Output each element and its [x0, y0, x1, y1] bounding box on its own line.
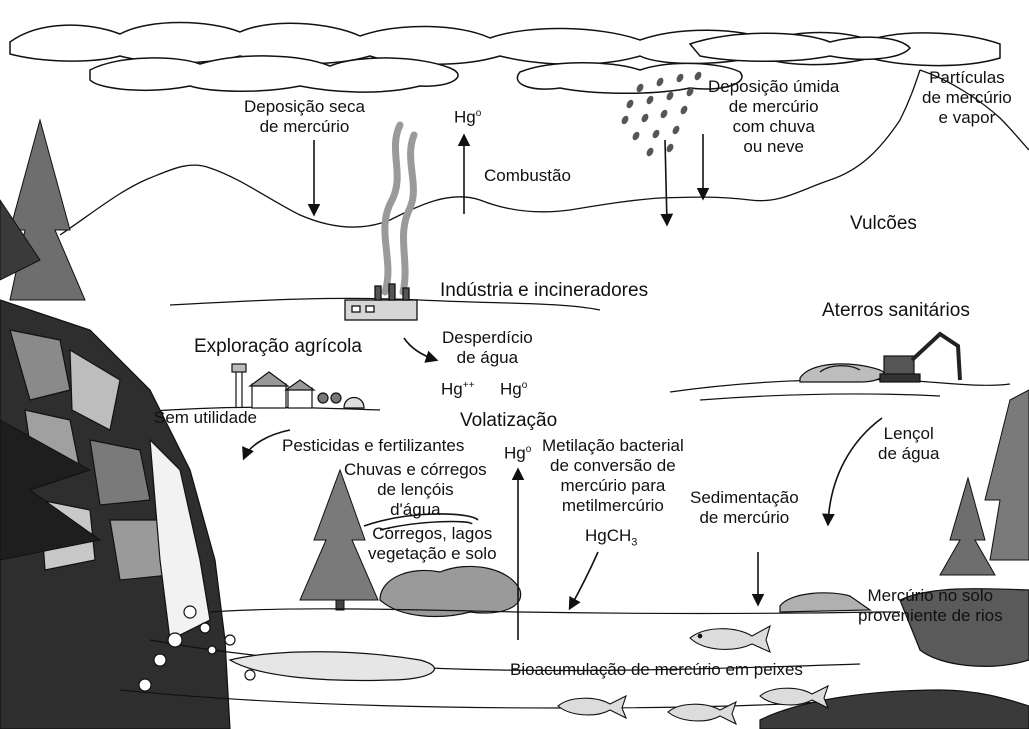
combustion-label: Combustão — [484, 166, 571, 186]
farm-icon — [232, 364, 364, 408]
landfills-label: Aterros sanitários — [822, 300, 970, 322]
groundwater-line-2: de água — [878, 444, 939, 464]
hg0-top-text: Hg — [454, 108, 476, 127]
hg-o-vol-sup: o — [526, 444, 532, 455]
wet-deposition-line-4: ou neve — [708, 137, 839, 157]
hg-o-vol-text: Hg — [504, 444, 526, 463]
landfill-icon — [800, 334, 960, 382]
hg-o-mid-label: Hgo — [500, 376, 527, 400]
rains-line-1: Chuvas e córregos — [344, 460, 487, 480]
hg-plusplus-text: Hg — [441, 380, 463, 399]
hg-o-mid-text: Hg — [500, 380, 522, 399]
particles-line-1: Partículas — [922, 68, 1012, 88]
hg-plusplus-sup: ++ — [463, 380, 475, 391]
dry-deposition-line-2: de mercúrio — [244, 117, 365, 137]
hg-o-vol-label: Hgo — [504, 440, 531, 464]
dry-deposition-label: Deposição seca de mercúrio — [244, 97, 365, 137]
factory-icon — [345, 284, 417, 320]
soil-mercury-label: Mercúrio no solo proveniente de rios — [858, 586, 1003, 626]
methylation-line-3: mercúrio para — [542, 476, 684, 496]
streams-line-1: Córregos, lagos — [368, 524, 497, 544]
volcanoes-label: Vulcões — [850, 213, 917, 235]
hgch3-label: HgCH3 — [585, 526, 637, 552]
hg0-top-label: Hgo — [454, 104, 481, 128]
sedimentation-label: Sedimentação de mercúrio — [690, 488, 799, 528]
soil-mercury-line-1: Mercúrio no solo — [858, 586, 1003, 606]
particles-label: Partículas de mercúrio e vapor — [922, 68, 1012, 128]
methylation-line-2: de conversão de — [542, 456, 684, 476]
rains-label: Chuvas e córregos de lençóis d'água — [344, 460, 487, 520]
hg-o-mid-sup: o — [522, 380, 528, 391]
bioaccumulation-label: Bioacumulação de mercúrio em peixes — [510, 660, 803, 680]
agriculture-label: Exploração agrícola — [194, 336, 362, 358]
particles-line-2: de mercúrio — [922, 88, 1012, 108]
useless-label: Sem utilidade — [154, 408, 257, 428]
wastewater-line-2: de água — [442, 348, 533, 368]
wet-deposition-line-1: Deposição úmida — [708, 77, 839, 97]
methylation-line-4: metilmercúrio — [542, 496, 684, 516]
pesticides-label: Pesticidas e fertilizantes — [282, 436, 464, 456]
sedimentation-line-1: Sedimentação — [690, 488, 799, 508]
wet-deposition-line-3: com chuva — [708, 117, 839, 137]
rains-line-3: d'água — [344, 500, 487, 520]
methylation-line-1: Metilação bacterial — [542, 436, 684, 456]
volatilization-label: Volatização — [460, 410, 557, 432]
hgch3-text: HgCH — [585, 526, 631, 545]
rains-line-2: de lençóis — [344, 480, 487, 500]
streams-line-2: vegetação e solo — [368, 544, 497, 564]
wastewater-label: Desperdício de água — [442, 328, 533, 368]
smoke-plumes — [385, 125, 414, 292]
industry-label: Indústria e incineradores — [440, 280, 648, 302]
hg0-top-sup: o — [476, 108, 482, 119]
hgch3-sub: 3 — [631, 536, 637, 548]
wet-deposition-label: Deposição úmida de mercúrio com chuva ou… — [708, 77, 839, 157]
clouds — [10, 23, 1000, 94]
dry-deposition-line-1: Deposição seca — [244, 97, 365, 117]
wastewater-line-1: Desperdício — [442, 328, 533, 348]
soil-mercury-line-2: proveniente de rios — [858, 606, 1003, 626]
methylation-label: Metilação bacterial de conversão de merc… — [542, 436, 684, 516]
wet-deposition-line-2: de mercúrio — [708, 97, 839, 117]
groundwater-line-1: Lençol — [878, 424, 939, 444]
particles-line-3: e vapor — [922, 108, 1012, 128]
sedimentation-line-2: de mercúrio — [690, 508, 799, 528]
hg-plusplus-label: Hg++ — [441, 376, 474, 400]
streams-label: Córregos, lagos vegetação e solo — [368, 524, 497, 564]
groundwater-label: Lençol de água — [878, 424, 939, 464]
